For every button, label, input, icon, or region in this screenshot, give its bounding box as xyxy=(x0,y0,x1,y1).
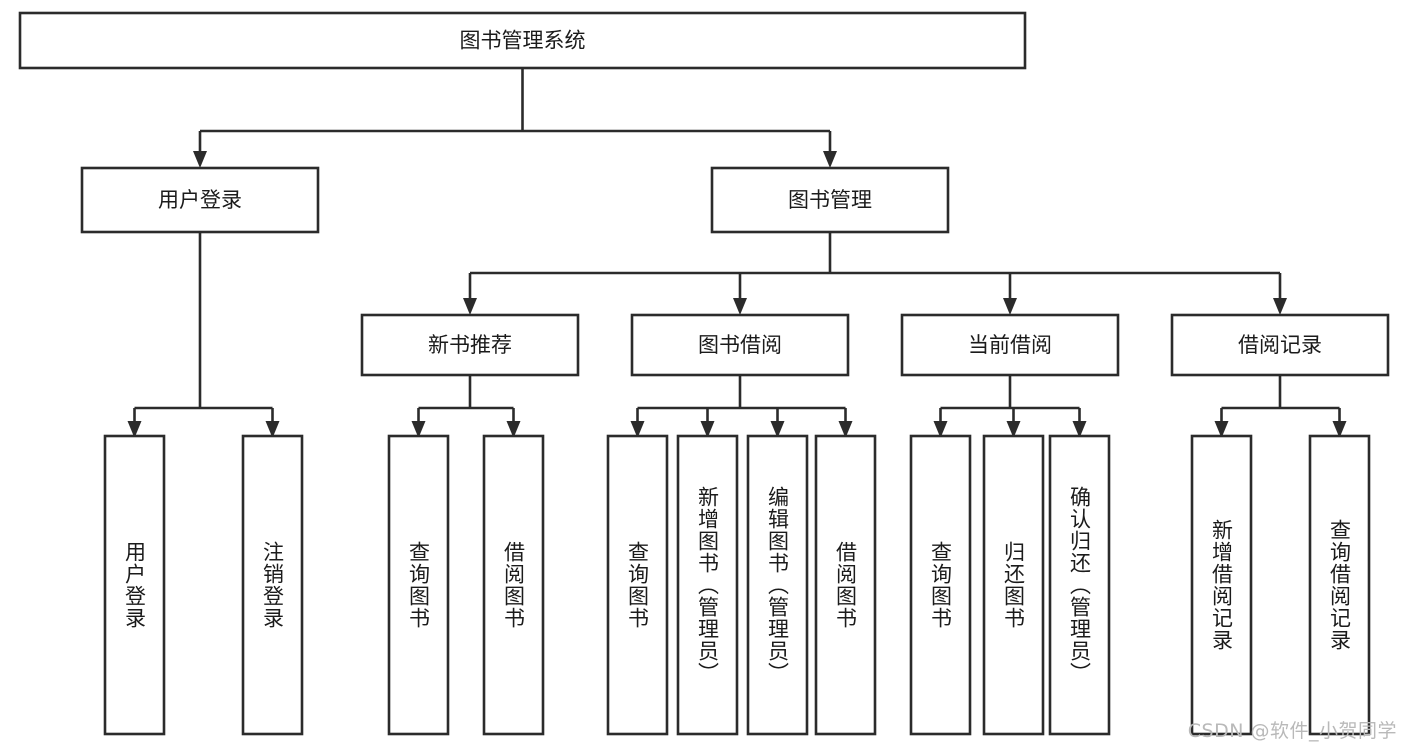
arrow-head-icon-leaf-用户登录 xyxy=(127,421,142,438)
node-level3-label-新书推荐: 新书推荐 xyxy=(428,333,512,357)
arrow-head-icon-leaf-查询借阅记录 xyxy=(1332,421,1347,438)
arrow-head-icon-leaf-新增图书管理员 xyxy=(700,421,715,438)
arrow-head-icon-新书推荐 xyxy=(463,298,477,315)
connectors-layer xyxy=(127,68,1347,438)
arrow-head-icon-leaf-借阅图书 xyxy=(838,421,853,438)
arrow-head-icon-leaf-确认归还管理员 xyxy=(1072,421,1087,438)
node-leaf-确认归还管理员[interactable] xyxy=(1048,434,1111,736)
node-level2-label-用户登录: 用户登录 xyxy=(158,188,242,212)
arrow-head-icon-leaf-查询图书 xyxy=(630,421,645,438)
arrow-head-icon-leaf-编辑图书管理员 xyxy=(770,421,785,438)
arrow-head-icon-leaf-查询图书 xyxy=(411,421,426,438)
node-leaf-借阅图书[interactable] xyxy=(814,434,877,736)
node-leaf-查询借阅记录[interactable] xyxy=(1308,434,1371,736)
node-leaf-新增图书管理员[interactable] xyxy=(676,434,739,736)
node-level3-当前借阅[interactable] xyxy=(900,313,1120,377)
node-leaf-用户登录[interactable] xyxy=(103,434,166,736)
node-root-图书管理系统[interactable] xyxy=(18,11,1027,70)
node-leaf-注销登录[interactable] xyxy=(241,434,304,736)
node-leaf-编辑图书管理员[interactable] xyxy=(746,434,809,736)
arrow-head-icon-用户登录 xyxy=(193,151,207,168)
arrow-head-icon-leaf-新增借阅记录 xyxy=(1214,421,1229,438)
node-leaf-新增借阅记录[interactable] xyxy=(1190,434,1253,736)
boxes-layer xyxy=(18,11,1390,736)
node-leaf-查询图书[interactable] xyxy=(387,434,450,736)
arrow-head-icon-图书借阅 xyxy=(733,298,747,315)
node-leaf-归还图书[interactable] xyxy=(982,434,1045,736)
node-level3-label-当前借阅: 当前借阅 xyxy=(968,333,1052,357)
node-leaf-借阅图书[interactable] xyxy=(482,434,545,736)
node-level3-图书借阅[interactable] xyxy=(630,313,850,377)
node-root-label-图书管理系统: 图书管理系统 xyxy=(460,29,586,53)
arrow-head-icon-leaf-归还图书 xyxy=(1006,421,1021,438)
node-level2-label-图书管理: 图书管理 xyxy=(788,188,872,212)
node-level3-新书推荐[interactable] xyxy=(360,313,580,377)
arrow-head-icon-leaf-查询图书 xyxy=(933,421,948,438)
node-level2-用户登录[interactable] xyxy=(80,166,320,234)
node-leaf-查询图书[interactable] xyxy=(909,434,972,736)
arrow-head-icon-图书管理 xyxy=(823,151,837,168)
node-level3-label-借阅记录: 借阅记录 xyxy=(1238,333,1322,357)
node-level3-label-图书借阅: 图书借阅 xyxy=(698,333,782,357)
arrow-head-icon-借阅记录 xyxy=(1273,298,1287,315)
node-level3-借阅记录[interactable] xyxy=(1170,313,1390,377)
arrow-head-icon-leaf-借阅图书 xyxy=(506,421,521,438)
arrow-head-icon-当前借阅 xyxy=(1003,298,1017,315)
arrow-head-icon-leaf-注销登录 xyxy=(265,421,280,438)
node-level2-图书管理[interactable] xyxy=(710,166,950,234)
node-leaf-查询图书[interactable] xyxy=(606,434,669,736)
